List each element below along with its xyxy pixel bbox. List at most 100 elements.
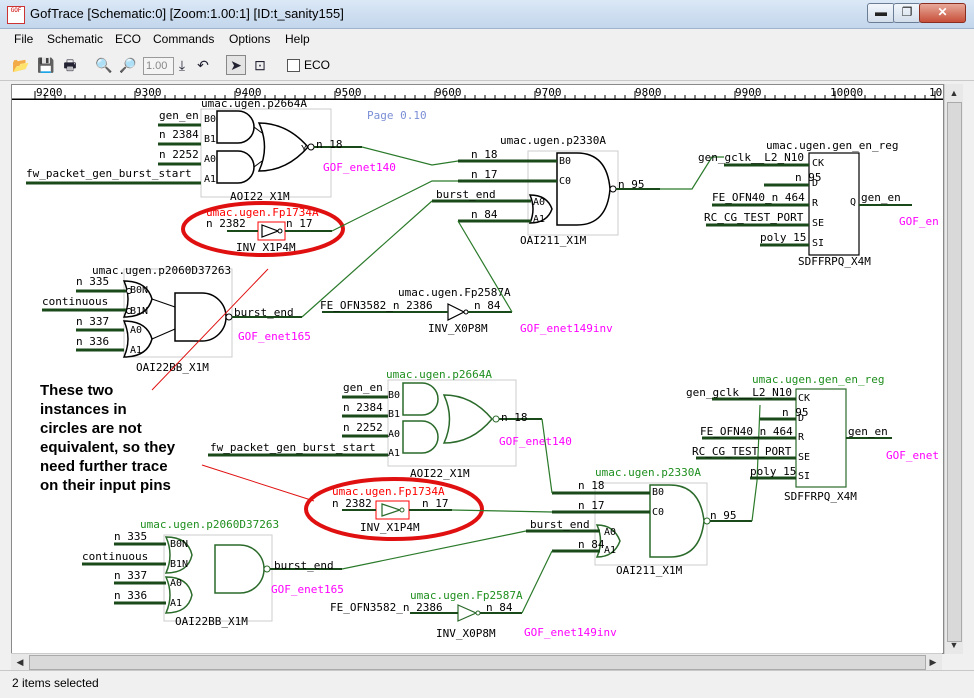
annotation-line: These two	[40, 382, 113, 399]
horizontal-scrollbar[interactable]: ◀ ▶	[11, 653, 942, 670]
highlight-circle	[304, 477, 484, 541]
pin-label: B1N	[170, 559, 188, 570]
select-arrow-icon[interactable]: ➤	[226, 55, 246, 75]
oai211-type: OAI211_X1M	[616, 564, 683, 577]
pin-label: A1	[388, 448, 400, 459]
annotation-line: instances in	[40, 401, 127, 418]
net-label: gen_gclk__L2_N10	[686, 386, 792, 399]
minimize-button[interactable]: ▬	[867, 3, 895, 23]
pin-label: SI	[798, 471, 810, 482]
scroll-down-icon[interactable]: ▼	[949, 640, 959, 650]
ruler-tick: 9200	[36, 86, 63, 99]
pin-label: CK	[798, 393, 810, 404]
net-label: n 17	[578, 499, 605, 512]
net-label: continuous	[42, 295, 108, 308]
net-label: FE_OFN3582_n 2386	[330, 601, 443, 614]
zoom-out-icon[interactable]: 🔎	[119, 57, 137, 73]
scroll-left-icon[interactable]: ◀	[16, 657, 24, 667]
vertical-scroll-thumb[interactable]	[947, 102, 962, 642]
pin-label: A1	[604, 545, 616, 556]
net-label: FE_OFN40_n 464	[700, 425, 793, 438]
net-label: n 2382	[206, 217, 246, 230]
oai211-title: umac.ugen.p2330A	[595, 466, 701, 479]
save-icon[interactable]: 💾	[37, 57, 55, 73]
title-bar: GOF GofTrace [Schematic:0] [Zoom:1.00:1]…	[0, 0, 974, 29]
menu-help[interactable]: Help	[285, 32, 310, 46]
inv2-title: umac.ugen.Fp2587A	[410, 589, 523, 602]
pin-label: A0	[533, 197, 545, 208]
print-icon[interactable]: 🖶	[63, 57, 77, 73]
open-folder-icon[interactable]: 📂	[12, 57, 30, 73]
menu-schematic[interactable]: Schematic	[47, 32, 104, 46]
net-label: n 337	[114, 569, 147, 582]
vertical-scrollbar[interactable]: ▲ ▼	[944, 84, 963, 654]
net-label: poly 15	[750, 465, 796, 478]
net-label: n 337	[76, 315, 109, 328]
net-label: gen_gclk__L2_N10	[698, 151, 804, 164]
net-label: n 95	[618, 178, 645, 191]
scroll-right-icon[interactable]: ▶	[929, 657, 937, 667]
schematic-drawing: Page 0.10 umac.ugen.p2664A AOI22_X1M B0 …	[12, 91, 943, 640]
horizontal-scroll-thumb[interactable]	[29, 655, 926, 670]
net-label: n 17	[471, 168, 498, 181]
net-label: RC_CG_TEST_PORT	[692, 445, 792, 458]
status-text: 2 items selected	[12, 676, 99, 690]
zoom-apply-icon[interactable]: ⤓	[178, 57, 186, 73]
annotation-note: These two instances in circles are not e…	[40, 268, 315, 502]
pin-label: A1	[170, 598, 182, 609]
net-label: n 84	[471, 208, 498, 221]
pin-label: B0	[388, 390, 400, 401]
pin-label: R	[812, 198, 819, 209]
reg-type: SDFFRPQ_X4M	[784, 490, 857, 503]
pin-label: A0	[170, 578, 182, 589]
pin-label: B0N	[130, 285, 148, 296]
pin-label: CK	[812, 158, 824, 169]
aoi22-title: umac.ugen.p2664A	[386, 368, 492, 381]
pin-label: A1	[533, 214, 545, 225]
net-label: RC_CG_TEST_PORT	[704, 211, 804, 224]
scroll-up-icon[interactable]: ▲	[949, 88, 959, 98]
menu-file[interactable]: File	[14, 32, 34, 46]
net-label: n 18	[578, 479, 605, 492]
net-label: fw_packet_gen_burst_start	[210, 441, 376, 454]
pin-label: A0	[204, 154, 216, 165]
oai22-type: OAI22BB_X1M	[136, 361, 209, 374]
menu-eco[interactable]: ECO	[115, 32, 142, 46]
close-button[interactable]: ✕	[919, 3, 966, 23]
zoom-in-icon[interactable]: 🔍	[95, 57, 113, 73]
net-label: gen_en	[343, 381, 383, 394]
pin-label: B0	[652, 487, 664, 498]
status-bar: 2 items selected	[0, 670, 974, 698]
eco-checkbox[interactable]	[287, 59, 300, 72]
inv1-type: INV_X1P4M	[360, 521, 420, 534]
net-label: n 18	[471, 148, 498, 161]
trace-icon[interactable]: ⊡	[254, 57, 266, 73]
schematic-canvas[interactable]: 9200 9300 9400 9500 9600 9700 9800 9900 …	[11, 84, 944, 654]
net-label: n 84	[578, 538, 605, 551]
net-label: n 2382	[332, 497, 372, 510]
net-label: n 84	[474, 299, 501, 312]
pin-label: A1	[130, 345, 142, 356]
net-label: n 17	[422, 497, 449, 510]
bottom-schematic: umac.ugen.p2664A AOI22_X1M B0 B1 A0 A1 g…	[82, 368, 939, 640]
maximize-button[interactable]: ❐	[893, 3, 921, 23]
menu-commands[interactable]: Commands	[153, 32, 215, 46]
undo-icon[interactable]: ↶	[197, 57, 209, 73]
pin-label: B0	[204, 114, 216, 125]
net-label: FE_OFN3582_n 2386	[320, 299, 433, 312]
net-annotation: GOF_enet	[886, 449, 939, 462]
net-label: continuous	[82, 550, 148, 563]
pin-label: D	[812, 178, 818, 189]
eco-checkbox-label: ECO	[304, 58, 331, 72]
oai22-title: umac.ugen.p2060D37263	[92, 264, 231, 277]
net-label: n 95	[710, 509, 737, 522]
oai22-type: OAI22BB_X1M	[175, 615, 248, 628]
net-label: burst_end	[436, 188, 496, 201]
menu-options[interactable]: Options	[229, 32, 271, 46]
pin-label: A0	[604, 527, 616, 538]
net-annotation: GOF_enet140	[499, 435, 572, 448]
zoom-input[interactable]: 1.00	[143, 57, 174, 75]
net-label: burst_end	[274, 559, 334, 572]
pin-label: SE	[798, 452, 810, 463]
net-annotation: GOF_enet165	[238, 330, 311, 343]
